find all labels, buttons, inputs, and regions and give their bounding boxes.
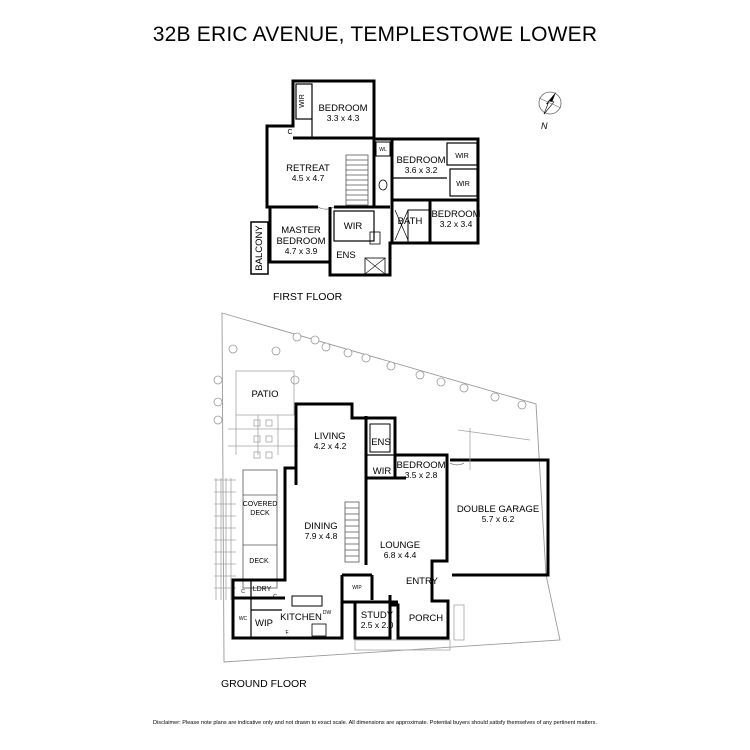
covered-deck — [242, 469, 278, 589]
garage-outline — [450, 458, 550, 577]
entry-label: ENTRY — [406, 576, 439, 587]
bath-label: BATH — [398, 216, 423, 227]
kitchen-label: KITCHEN — [280, 612, 322, 623]
wc-label: WC — [239, 616, 248, 622]
wir-label: WIR — [455, 153, 469, 160]
cupboard-label: C — [287, 129, 292, 136]
wip-label: WIP — [352, 585, 362, 591]
site-boundary — [221, 312, 561, 663]
room-dims: 5.7 x 6.2 — [482, 514, 515, 524]
room-name: LOUNGE — [380, 540, 420, 551]
cupboard-label: C — [273, 594, 277, 600]
porch-label: PORCH — [409, 613, 443, 624]
wir-top — [295, 83, 313, 120]
room-name: LIVING — [314, 431, 345, 442]
cupboard-label: C — [241, 589, 245, 595]
room-dims: 2.5 x 2.0 — [361, 620, 394, 630]
wir-label: WIR — [373, 466, 392, 477]
room-name: BEDROOM — [396, 155, 445, 166]
cooktop — [311, 623, 327, 637]
wl-label: WL — [379, 147, 387, 153]
room-name: DINING — [304, 521, 337, 532]
ens-label: ENS — [336, 250, 356, 261]
wip-label: WIP — [255, 618, 273, 629]
room-dims: 4.5 x 4.7 — [292, 173, 325, 183]
wir-label: WIR — [299, 94, 306, 108]
compass-label: N — [541, 121, 548, 131]
wir-label: WIR — [344, 221, 363, 232]
room-dims: 3.2 x 3.4 — [440, 219, 473, 229]
room-name: RETREAT — [286, 163, 330, 174]
room-name: BEDROOM — [396, 460, 445, 471]
room-dims: 3.5 x 2.8 — [405, 470, 438, 480]
balcony-label: BALCONY — [254, 225, 265, 271]
room-dims: 6.8 x 4.4 — [384, 550, 417, 560]
compass: N — [538, 91, 562, 131]
room-name: BEDROOM — [276, 236, 325, 247]
room-dims: 7.9 x 4.8 — [305, 531, 338, 541]
balcony — [250, 221, 269, 275]
room-dims: 3.3 x 4.3 — [327, 113, 360, 123]
room-name: MASTER — [281, 225, 321, 236]
ldry-label: LDRY — [253, 586, 272, 593]
floor-label-first: FIRST FLOOR — [273, 291, 343, 303]
deck-label: DECK — [249, 558, 269, 565]
wl-cupboard — [375, 141, 391, 157]
ground-floor: PATIO LIVING 4.2 x 4.2 ENS BEDROOM 3.5 x… — [213, 312, 561, 690]
compass-needle-light — [543, 100, 555, 115]
room-name: PATIO — [251, 389, 278, 400]
wir-label: WIR — [456, 181, 470, 188]
room-name: STUDY — [361, 610, 394, 621]
room-name: DOUBLE GARAGE — [457, 504, 539, 515]
ens-label: ENS — [371, 437, 391, 448]
covered-deck-label: DECK — [250, 510, 270, 517]
room-dims: 3.6 x 3.2 — [405, 165, 438, 175]
room-dims: 4.2 x 4.2 — [314, 441, 347, 451]
fridge-label: F — [285, 630, 288, 636]
floor-label-ground: GROUND FLOOR — [221, 678, 307, 690]
first-floor: BEDROOM 3.3 x 4.3 WIR C RETREAT 4.5 x 4.… — [250, 79, 481, 303]
room-dims: 4.7 x 3.9 — [285, 246, 318, 256]
dw-label: DW — [323, 610, 332, 616]
covered-deck-label: COVERED — [243, 501, 278, 508]
plan-title: 32B ERIC AVENUE, TEMPLESTOWE LOWER — [153, 23, 597, 46]
disclaimer: Disclaimer: Please note plans are indica… — [153, 720, 597, 726]
trees — [213, 332, 527, 425]
kitchen-island — [291, 595, 323, 607]
room-name: BEDROOM — [318, 103, 367, 114]
room-name: BEDROOM — [431, 209, 480, 220]
patio — [235, 370, 295, 416]
